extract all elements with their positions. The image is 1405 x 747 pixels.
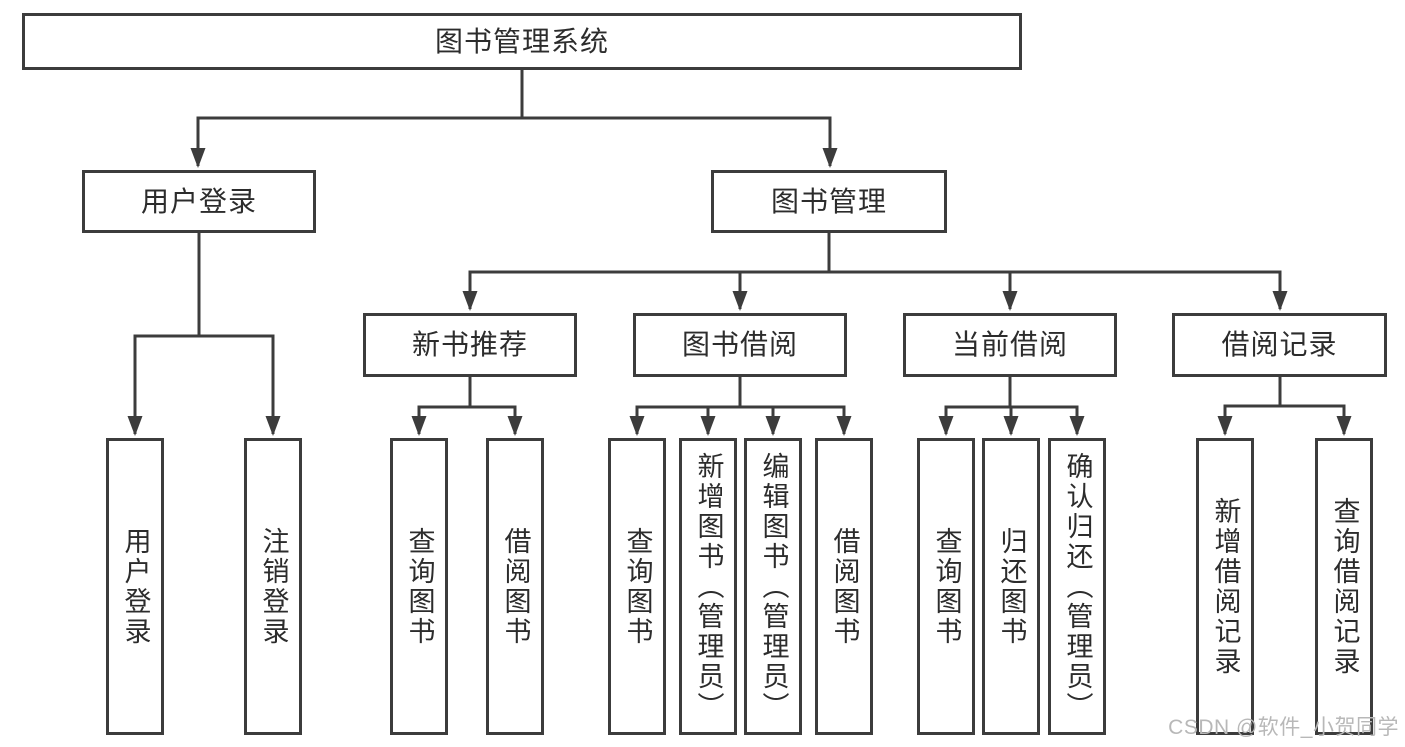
node-add-books-admin: 新增图书（管理员）: [679, 438, 737, 735]
node-add-borrow-record: 新增借阅记录: [1196, 438, 1254, 735]
connector-new-book-recommend: [411, 375, 523, 436]
node-borrowing-records: 借阅记录: [1172, 313, 1387, 377]
node-label: 图书借阅: [681, 329, 798, 360]
node-borrow-books-recommend: 借阅图书: [486, 438, 544, 735]
node-new-book-recommend: 新书推荐: [363, 313, 577, 377]
node-label: 用户登录: [140, 185, 257, 217]
node-query-books-recommend: 查询图书: [390, 438, 448, 735]
node-query-borrow-record: 查询借阅记录: [1315, 438, 1373, 735]
node-borrow-books-leaf: 借阅图书: [815, 438, 873, 735]
node-label: 新增图书（管理员）: [693, 451, 724, 722]
node-edit-books-admin: 编辑图书（管理员）: [744, 438, 802, 735]
connector-borrowing-records: [1217, 375, 1352, 436]
node-label: 新增借阅记录: [1210, 496, 1241, 677]
connector-book-borrowing: [629, 375, 852, 436]
node-book-management: 图书管理: [711, 170, 947, 233]
node-user-login-leaf: 用户登录: [106, 438, 164, 735]
node-root-library-system: 图书管理系统: [22, 13, 1022, 70]
connector-current-borrowing: [938, 375, 1085, 436]
node-label: 编辑图书（管理员）: [758, 451, 789, 722]
node-current-borrowing: 当前借阅: [903, 313, 1117, 377]
node-query-books-current: 查询图书: [917, 438, 975, 735]
node-return-books: 归还图书: [982, 438, 1040, 735]
node-label: 查询图书: [931, 526, 962, 647]
node-label: 注销登录: [258, 526, 289, 647]
node-label: 查询图书: [404, 526, 435, 647]
connector-root: [190, 68, 838, 168]
node-label: 查询图书: [622, 526, 653, 647]
connector-user-login: [127, 231, 281, 436]
node-confirm-return-admin: 确认归还（管理员）: [1048, 438, 1106, 735]
node-book-borrowing: 图书借阅: [633, 313, 847, 377]
node-user-login: 用户登录: [82, 170, 316, 233]
node-label: 借阅记录: [1221, 329, 1338, 360]
node-label: 借阅图书: [829, 526, 860, 647]
node-label: 图书管理系统: [434, 25, 609, 57]
node-label: 新书推荐: [411, 329, 528, 360]
node-label: 查询借阅记录: [1329, 496, 1360, 677]
node-label: 归还图书: [996, 526, 1027, 647]
node-label: 确认归还（管理员）: [1062, 451, 1093, 722]
node-logout: 注销登录: [244, 438, 302, 735]
node-label: 当前借阅: [951, 329, 1068, 360]
connector-book-management: [462, 231, 1288, 311]
node-label: 图书管理: [770, 185, 887, 217]
csdn-watermark: CSDN @软件_小贺同学: [1168, 716, 1399, 739]
node-label: 用户登录: [120, 526, 151, 647]
node-label: 借阅图书: [500, 526, 531, 647]
node-query-books-borrowing: 查询图书: [608, 438, 666, 735]
